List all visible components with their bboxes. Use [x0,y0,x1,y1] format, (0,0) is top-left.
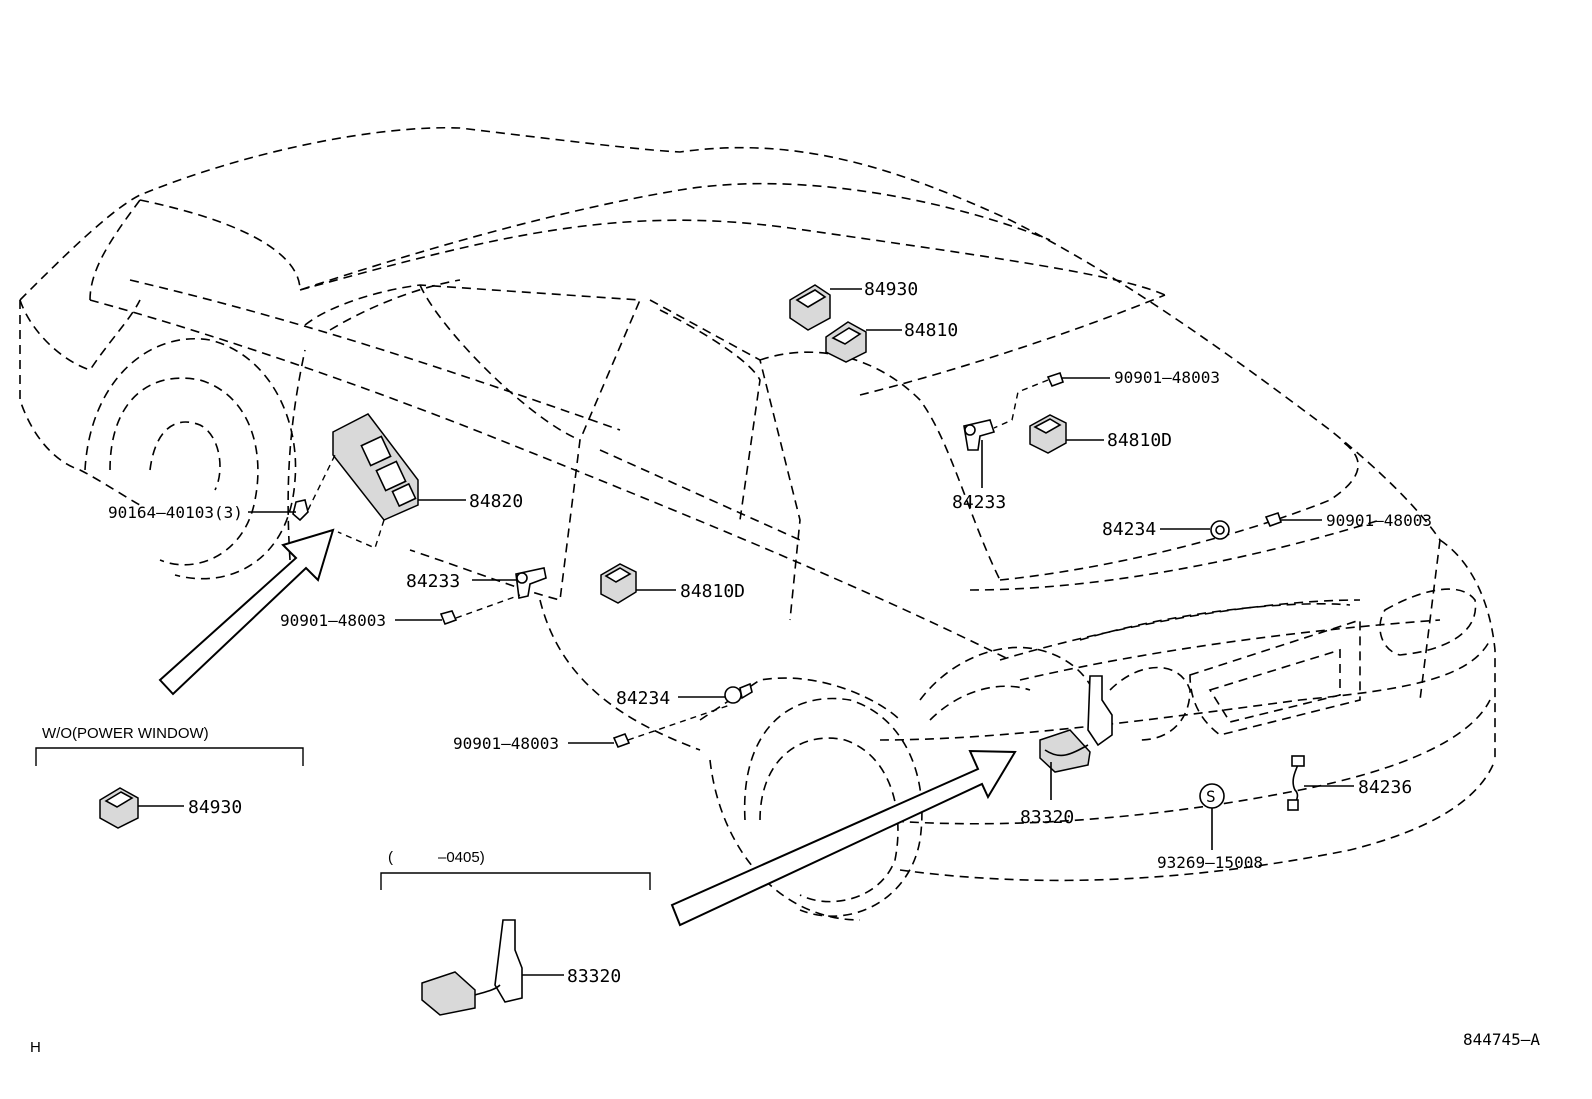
label-90901-b: 90901–48003 [1326,511,1432,530]
label-90901-a: 90901–48003 [1114,368,1220,387]
bolt-90164 [292,499,309,522]
caption-date-open: ( [388,849,393,866]
switch-84930-inset [99,787,139,829]
switch-84810d-right [1029,414,1067,454]
corner-mark: H [30,1039,41,1056]
label-90901-d: 90901–48003 [453,734,559,753]
courtesy-switch-84234-right [1210,520,1230,540]
pointer-arrow-front [158,528,335,696]
label-83320-main: 83320 [1020,807,1074,828]
label-90164: 90164–40103(3) [108,503,243,522]
label-93269: 93269–15008 [1157,853,1263,872]
courtesy-switch-84233-left [515,567,547,599]
sensor-84236 [1287,755,1305,811]
label-84930-inset: 84930 [188,797,242,818]
caption-no-power-window: W/O(POWER WINDOW) [42,725,209,742]
label-s-mark: S [1206,787,1216,806]
screw-90901-left [439,610,458,626]
courtesy-switch-84233-right [963,419,996,451]
switch-84810-top [825,321,867,363]
switch-84930-top [789,284,831,331]
pointer-arrow-rear [670,749,1017,927]
caption-date-range: –0405) [438,849,485,866]
leader-lines [138,288,1354,976]
opener-83320-inset [421,919,523,1016]
master-switch-84820 [332,413,419,521]
inset-bracket-no-power-window [35,747,304,766]
label-84233-right: 84233 [952,492,1006,513]
screw-90901-top [1046,371,1065,388]
callout-labels: 84930 84810 90901–48003 84810D 84233 842… [108,279,1432,987]
label-84233-left: 84233 [406,571,460,592]
label-84810d-mid: 84810D [680,581,745,602]
label-84930-top: 84930 [864,279,918,300]
screw-90901-right [1264,511,1283,528]
inset-captions: W/O(POWER WINDOW) ( –0405) [42,725,485,866]
label-84810d-right: 84810D [1107,430,1172,451]
screw-90901-lower [612,732,631,749]
label-84810-top: 84810 [904,320,958,341]
figure-code: 844745–A [1463,1030,1540,1049]
car-body-outline [19,126,1496,921]
label-90901-c: 90901–48003 [280,611,386,630]
label-84234-right: 84234 [1102,519,1156,540]
label-84236: 84236 [1358,777,1412,798]
opener-83320-main [1039,675,1113,773]
courtesy-switch-84234-mid [724,682,753,704]
label-83320-inset: 83320 [567,966,621,987]
label-84820: 84820 [469,491,523,512]
label-84234-mid: 84234 [616,688,670,709]
switch-84810d-mid [600,563,637,604]
symbol-s-circle [1199,783,1225,809]
inset-bracket-date-range [380,872,651,890]
